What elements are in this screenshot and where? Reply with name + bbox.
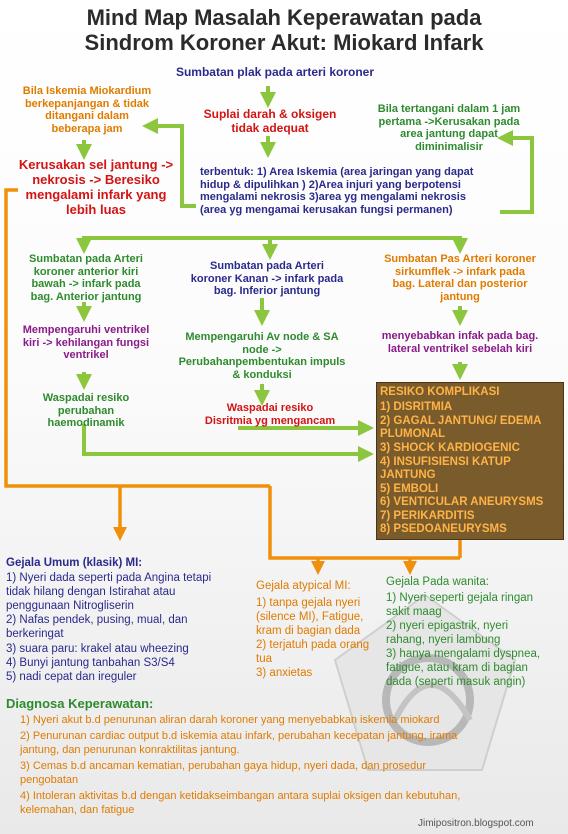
atypical-heading: Gejala atypical MI: — [256, 580, 351, 592]
women-item: rahang, nyeri lambung — [386, 634, 501, 646]
diagnosis-item: 2) Penurunan cardiac output b.d iskemia … — [20, 730, 458, 742]
women-item: 2) nyeri epigastrik, nyeri — [386, 620, 509, 632]
diagnosis-item: kelemahan, dan fatigue — [20, 804, 135, 816]
complication-item: 5) EMBOLI — [380, 483, 439, 495]
node-infarct-zones: terbentuk: 1) Area Iskemia (area jaringa… — [200, 166, 474, 216]
atypical-item: 3) anxietas — [256, 667, 313, 679]
complications-box: RESIKO KOMPLIKASI 1) DISRITMIA 2) GAGAL … — [376, 382, 564, 540]
women-heading: Gejala Pada wanita: — [386, 576, 489, 588]
women-item: 3) hanya mengalami dyspnea, — [386, 648, 541, 660]
women-item: fatigue, atau kram di bagian — [386, 662, 528, 674]
atypical-item: kram di bagian dada — [256, 625, 361, 637]
diagnosis-item: pengobatan — [20, 774, 79, 786]
node-lateral-ventricle: menyebabkan infak pada bag.lateral ventr… — [381, 330, 539, 355]
atypical-item: (silence MI), Fatigue, — [256, 611, 364, 623]
diagnosis-item: 4) Intoleran aktivitas b.d dengan ketida… — [20, 790, 461, 802]
general-symptom-item: penggunaan Nitrogliserin — [6, 600, 134, 612]
watermark-text: Jimipositron.blogspot.com — [418, 818, 534, 829]
general-symptom-item: 4) Bunyi jantung tanbahan S3/S4 — [6, 657, 175, 669]
complication-item: 2) GAGAL JANTUNG/ EDEMA — [380, 415, 542, 427]
women-item: sakit maag — [386, 606, 442, 618]
atypical-item: 2) terjatuh pada orang — [256, 639, 370, 651]
diagnosis-item: 3) Cemas b.d ancaman kematian, perubahan… — [20, 760, 427, 772]
complication-item: 7) PERIKARDITIS — [380, 510, 475, 522]
general-symptom-item: tidak hilang dengan Istirahat atau — [6, 586, 176, 598]
women-item: dada (seperti masuk angin) — [386, 676, 526, 688]
diagnosis-heading: Diagnosa Keperawatan: — [6, 696, 154, 711]
general-symptom-item: 5) nadi cepat dan ireguler — [6, 671, 137, 683]
general-symptoms-heading: Gejala Umum (klasik) MI: — [6, 557, 143, 569]
general-symptom-item: berkeringat — [6, 628, 64, 640]
complication-item: PLUMONAL — [380, 428, 446, 440]
node-plaque: Sumbatan plak pada arteri koroner — [175, 65, 375, 79]
women-item: 1) Nyeri seperti gejala ringan — [386, 592, 534, 604]
complication-item: 4) INSUFISIENSI KATUP — [380, 456, 511, 468]
diagnosis-item: 1) Nyeri akut b.d penurunan aliran darah… — [20, 714, 440, 726]
general-symptom-item: 2) Nafas pendek, pusing, mual, dan — [6, 614, 188, 626]
complications-heading: RESIKO KOMPLIKASI — [380, 386, 500, 398]
complication-item: 6) VENTICULAR ANEURYSMS — [380, 496, 544, 508]
complication-item: 1) DISRITMIA — [380, 401, 453, 413]
page-title-line1: Mind Map Masalah Keperawatan pada — [86, 5, 482, 30]
complication-item: JANTUNG — [380, 469, 436, 481]
general-symptom-item: 3) suara paru: krakel atau wheezing — [6, 643, 189, 655]
diagnosis-item: jantung, dan penurunan konraktilitas jan… — [20, 744, 240, 756]
general-symptom-item: 1) Nyeri dada seperti pada Angina tetapi — [6, 572, 212, 584]
atypical-item: tua — [256, 653, 272, 665]
complication-item: 8) PSEDOANEURYSMS — [380, 523, 507, 535]
page-title-line2: Sindrom Koroner Akut: Miokard Infark — [84, 30, 484, 55]
complication-item: 3) SHOCK KARDIOGENIC — [380, 442, 520, 454]
node-necrosis: Kerusakan sel jantung ->nekrosis -> Bere… — [18, 157, 174, 217]
atypical-item: 1) tanpa gejala nyeri — [256, 597, 361, 609]
